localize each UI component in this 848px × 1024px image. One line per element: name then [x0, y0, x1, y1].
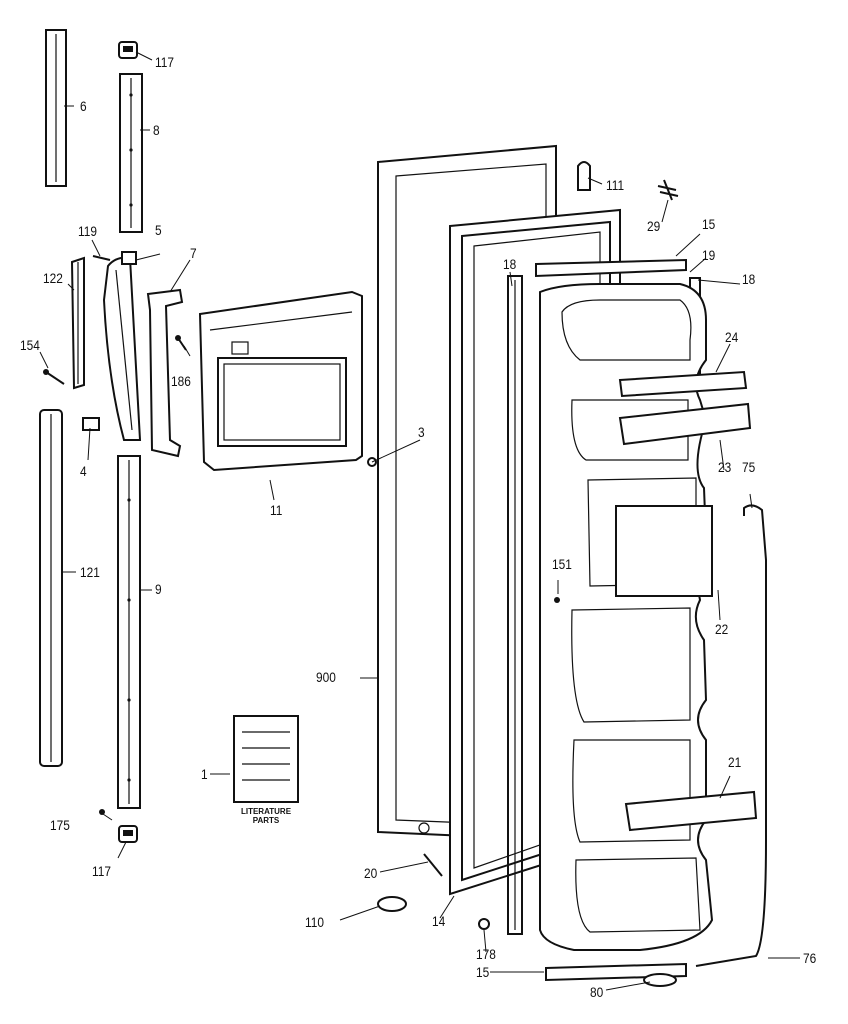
label-part-80: 80 — [590, 984, 604, 1000]
label-part-24: 24 — [725, 329, 739, 345]
part-75-76-wire — [695, 504, 767, 967]
part-20-pin — [423, 853, 443, 877]
part-5-handle-frame — [102, 251, 142, 441]
label-part-119: 119 — [78, 223, 97, 239]
label-part-15-top: 15 — [702, 216, 716, 232]
part-121-trim — [39, 409, 63, 767]
part-175-screw — [99, 809, 105, 815]
literature-parts-caption: LITERATURE PARTS — [234, 807, 298, 826]
part-154-screw — [43, 369, 65, 385]
part-9-channel — [117, 455, 141, 809]
part-6-trim — [45, 29, 67, 187]
part-151-screw — [554, 597, 560, 603]
part-29-clips — [657, 179, 679, 201]
label-part-1: 1 — [201, 766, 208, 782]
part-21-bin — [624, 790, 758, 832]
label-part-29: 29 — [647, 218, 661, 234]
part-178 — [478, 918, 490, 930]
part-7-bracket — [146, 288, 184, 458]
part-80-parts — [643, 973, 677, 987]
part-22-panel — [615, 505, 713, 597]
part-122-handle — [70, 256, 85, 390]
label-part-175: 175 — [50, 817, 70, 833]
label-part-151: 151 — [552, 556, 572, 572]
label-part-117-top: 117 — [155, 54, 174, 70]
label-part-23: 23 — [718, 459, 732, 475]
part-15-top-cap — [535, 258, 687, 278]
label-part-7: 7 — [190, 245, 197, 261]
part-11-dispenser-panel — [198, 290, 363, 472]
leader-lines — [39, 51, 800, 991]
label-part-121: 121 — [80, 564, 100, 580]
part-119-screw — [92, 255, 111, 261]
label-part-76: 76 — [803, 950, 817, 966]
label-part-111: 111 — [606, 177, 625, 193]
part-24-shelf — [618, 370, 748, 398]
label-part-178: 178 — [476, 946, 496, 962]
label-part-8: 8 — [153, 122, 160, 138]
part-4-clip — [82, 417, 100, 431]
label-part-154: 154 — [20, 337, 40, 353]
label-part-18-left: 18 — [503, 256, 517, 272]
label-part-900: 900 — [316, 669, 336, 685]
label-part-14: 14 — [432, 913, 446, 929]
label-part-11: 11 — [270, 502, 283, 518]
label-part-20: 20 — [364, 865, 378, 881]
label-part-4: 4 — [80, 463, 87, 479]
label-part-117-bottom: 117 — [92, 863, 111, 879]
label-part-9: 9 — [155, 581, 162, 597]
part-110-cap — [377, 896, 407, 912]
label-part-18-right: 18 — [742, 271, 756, 287]
label-part-122: 122 — [43, 270, 63, 286]
part-23-bin — [618, 402, 752, 446]
part-111-pin — [577, 161, 591, 191]
label-part-6: 6 — [80, 98, 87, 114]
label-part-75: 75 — [742, 459, 756, 475]
label-part-186: 186 — [171, 373, 191, 389]
part-8-channel — [119, 73, 143, 233]
label-part-5: 5 — [155, 222, 162, 238]
label-part-15-bottom: 15 — [476, 964, 490, 980]
label-part-21: 21 — [728, 754, 742, 770]
literature-caption-line1: LITERATURE — [240, 807, 292, 816]
literature-caption-line2: PARTS — [252, 815, 280, 825]
part-1-literature — [233, 715, 299, 803]
part-117-bottom-bracket — [118, 825, 138, 843]
label-part-22: 22 — [715, 621, 729, 637]
label-part-110: 110 — [305, 914, 324, 930]
part-18-gasket-strip — [507, 275, 523, 935]
part-186-screw — [175, 335, 187, 351]
label-part-19: 19 — [702, 247, 716, 263]
label-part-3: 3 — [418, 424, 425, 440]
door-liner — [539, 283, 714, 951]
part-117-top-bracket — [118, 41, 138, 59]
